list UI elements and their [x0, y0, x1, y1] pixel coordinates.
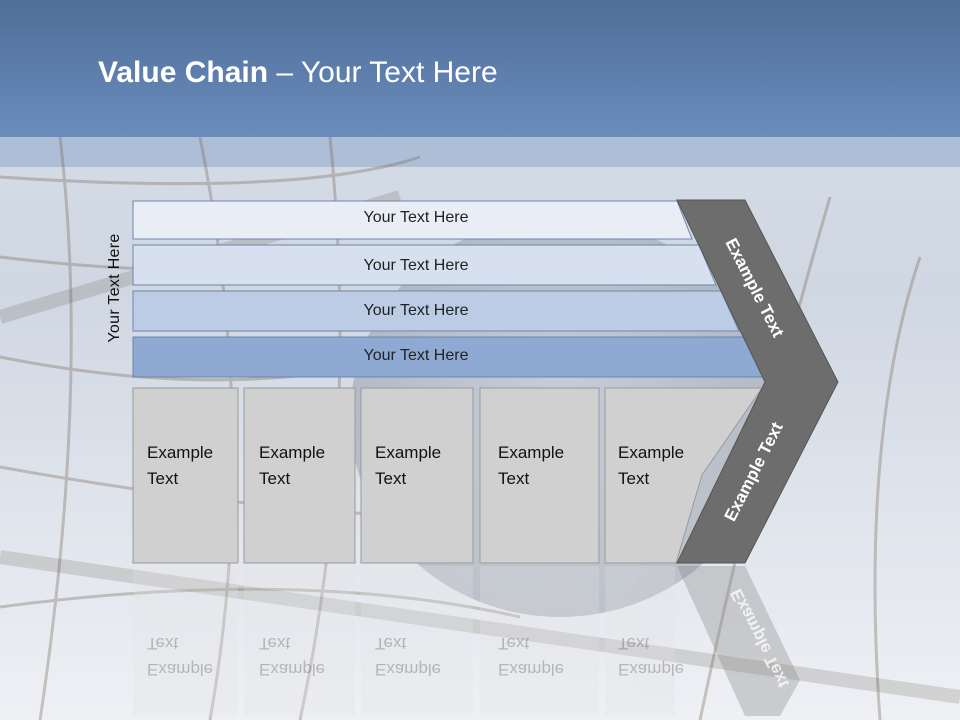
cell-5-reflection [605, 566, 675, 716]
cell-1-shape [132, 387, 239, 564]
bar-2-label: Your Text Here [363, 257, 469, 274]
cell-1-reflection [133, 566, 238, 716]
bar-1-label: Your Text Here [363, 209, 469, 226]
chevron-arrow [676, 199, 839, 564]
cell-3-reflection [361, 566, 473, 716]
bar-2-shape [132, 244, 717, 286]
cell-4-reflection [480, 566, 599, 716]
title-bold: Value Chain [98, 56, 269, 89]
slide-title: Value Chain – Your Text Here [98, 56, 498, 90]
cell-3-shape [360, 387, 474, 564]
cell-5-shape [604, 387, 763, 564]
cell-4-shape [479, 387, 600, 564]
bar-1-shape [132, 200, 693, 240]
cell-2-shape [243, 387, 356, 564]
bar-4-label: Your Text Here [363, 347, 469, 364]
header-subband [0, 137, 960, 167]
title-rest: – Your Text Here [268, 56, 498, 89]
bar-3-shape [132, 290, 740, 332]
cell-2-reflection [244, 566, 355, 716]
header-band [0, 0, 960, 137]
bar-3-label: Your Text Here [363, 302, 469, 319]
chevron-reflection [677, 566, 800, 716]
